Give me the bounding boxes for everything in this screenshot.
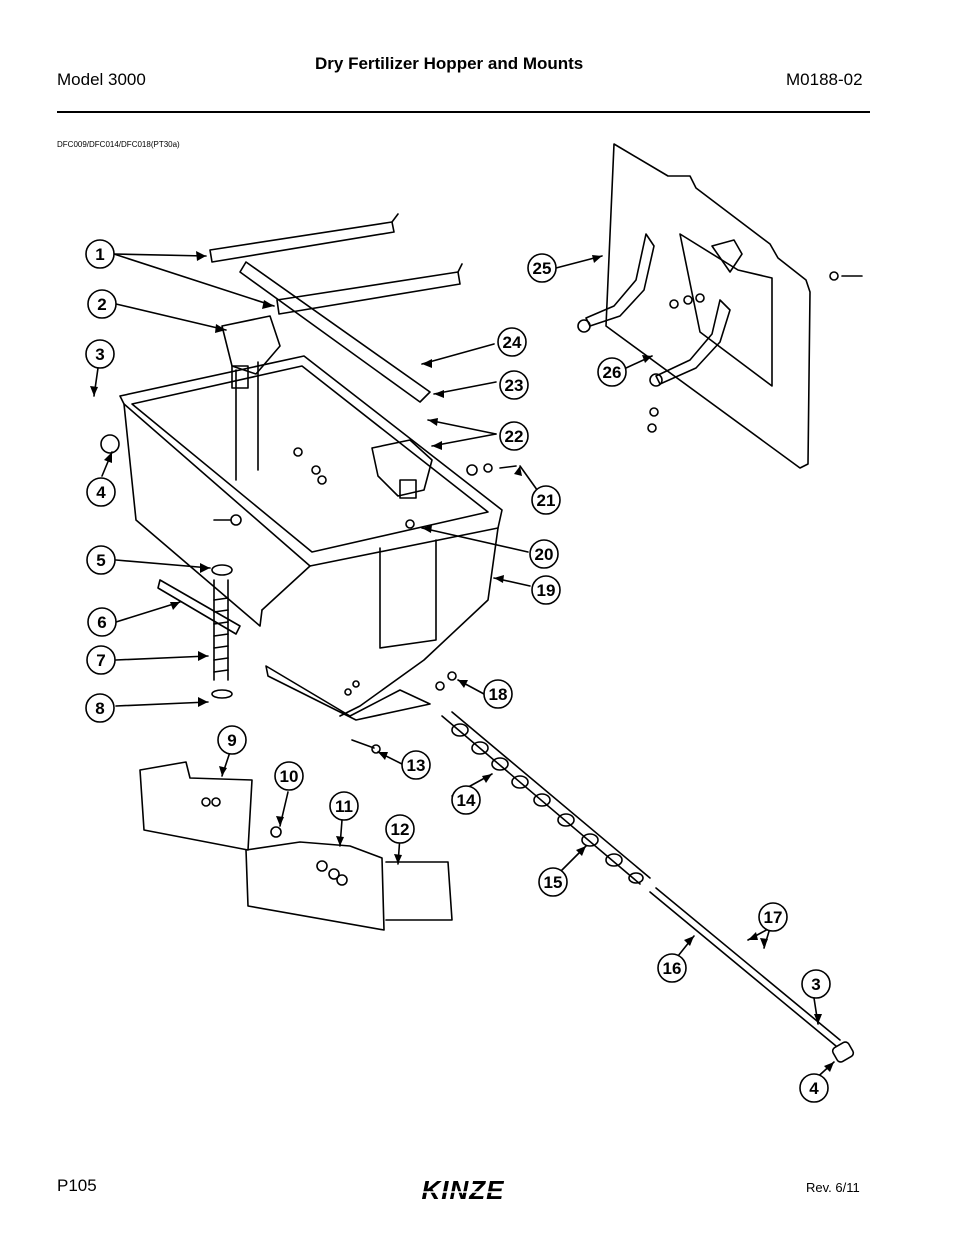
callout-10: 10: [280, 767, 299, 786]
callout-circle-4b: [799, 1073, 829, 1103]
callout-circle-4: [86, 477, 116, 507]
callout-circle-19: [531, 575, 561, 605]
hopper-side-right: [339, 527, 499, 717]
callout-circle-24: [497, 327, 527, 357]
callout-circle-1: [85, 239, 115, 269]
callout-circle-5: [86, 545, 116, 575]
callout-circle-17: [758, 902, 788, 932]
revision-label: Rev. 6/11: [806, 1180, 860, 1195]
callout-8: 8: [95, 699, 104, 718]
mount-bar-lower: [276, 271, 461, 315]
bottom-plate: [265, 665, 431, 721]
header-rule: [57, 111, 870, 113]
callout-22: 22: [505, 427, 524, 446]
cover-right: [245, 841, 385, 931]
callout-circle-10: [274, 761, 304, 791]
figure-code: DFC009/DFC014/DFC018(PT30a): [57, 140, 180, 149]
callout-19: 19: [537, 581, 556, 600]
drive-rod: [649, 887, 841, 1047]
callout-circle-12: [385, 814, 415, 844]
callout-circle-2: [87, 289, 117, 319]
document-number: M0188-02: [786, 70, 863, 89]
support-arm-lower: [655, 299, 731, 385]
kinze-logo: KINZE: [407, 1176, 519, 1204]
hopper-side-left: [123, 403, 263, 627]
callout-circle-11: [329, 791, 359, 821]
callout-17: 17: [764, 908, 783, 927]
callout-1: 1: [95, 245, 104, 264]
callout-circle-26: [597, 357, 627, 387]
callout-5: 5: [96, 551, 105, 570]
mount-bar-upper: [209, 221, 395, 263]
callout-13: 13: [407, 756, 426, 775]
page-number: P105: [57, 1176, 97, 1195]
clevis-pin: [351, 739, 375, 749]
callout-circle-8: [85, 693, 115, 723]
callout-3b: 3: [811, 975, 820, 994]
callout-circle-6: [87, 607, 117, 637]
cover-left: [139, 761, 253, 851]
callout-21: 21: [537, 491, 556, 510]
callout-12: 12: [391, 820, 410, 839]
callout-6: 6: [97, 613, 106, 632]
bearing-housing-left: [221, 315, 281, 375]
brand-wordmark: KINZE: [422, 1176, 505, 1204]
agitator-segments: [451, 723, 644, 884]
callout-24: 24: [503, 333, 522, 352]
callout-18: 18: [489, 685, 508, 704]
callout-15: 15: [544, 873, 563, 892]
callout-circle-3b: [801, 969, 831, 999]
callout-4: 4: [96, 483, 106, 502]
handle-bracket: [385, 861, 453, 921]
callout-circle-15: [538, 867, 568, 897]
callout-circle-9: [217, 725, 247, 755]
callout-circle-14: [451, 785, 481, 815]
callout-circle-7: [86, 645, 116, 675]
callout-circle-21: [531, 485, 561, 515]
callout-circle-22: [499, 421, 529, 451]
callout-circle-16: [657, 953, 687, 983]
bearing-housing-right: [371, 439, 433, 497]
callout-9: 9: [227, 731, 236, 750]
hopper-rim: [119, 355, 503, 567]
callout-20: 20: [535, 545, 554, 564]
callout-circle-13: [401, 750, 431, 780]
mount-strap: [239, 261, 431, 403]
callout-2: 2: [97, 295, 106, 314]
callout-3: 3: [95, 345, 104, 364]
callout-circle-20: [529, 539, 559, 569]
spring-tube: [213, 579, 229, 681]
callout-circle-25: [527, 253, 557, 283]
callout-circle-23: [499, 370, 529, 400]
model-label: Model 3000: [57, 70, 146, 89]
callout-4b: 4: [809, 1079, 819, 1098]
page-title: Dry Fertilizer Hopper and Mounts: [315, 54, 584, 73]
callout-14: 14: [457, 791, 476, 810]
callout-23: 23: [505, 376, 524, 395]
callout-circle-18: [483, 679, 513, 709]
side-mount-panel: [605, 143, 811, 469]
callout-circle-3: [85, 339, 115, 369]
callout-16: 16: [663, 959, 682, 978]
support-arm-upper: [585, 233, 655, 327]
callout-7: 7: [96, 651, 105, 670]
callout-11: 11: [335, 797, 353, 816]
callout-25: 25: [533, 259, 552, 278]
callout-26: 26: [603, 363, 622, 382]
